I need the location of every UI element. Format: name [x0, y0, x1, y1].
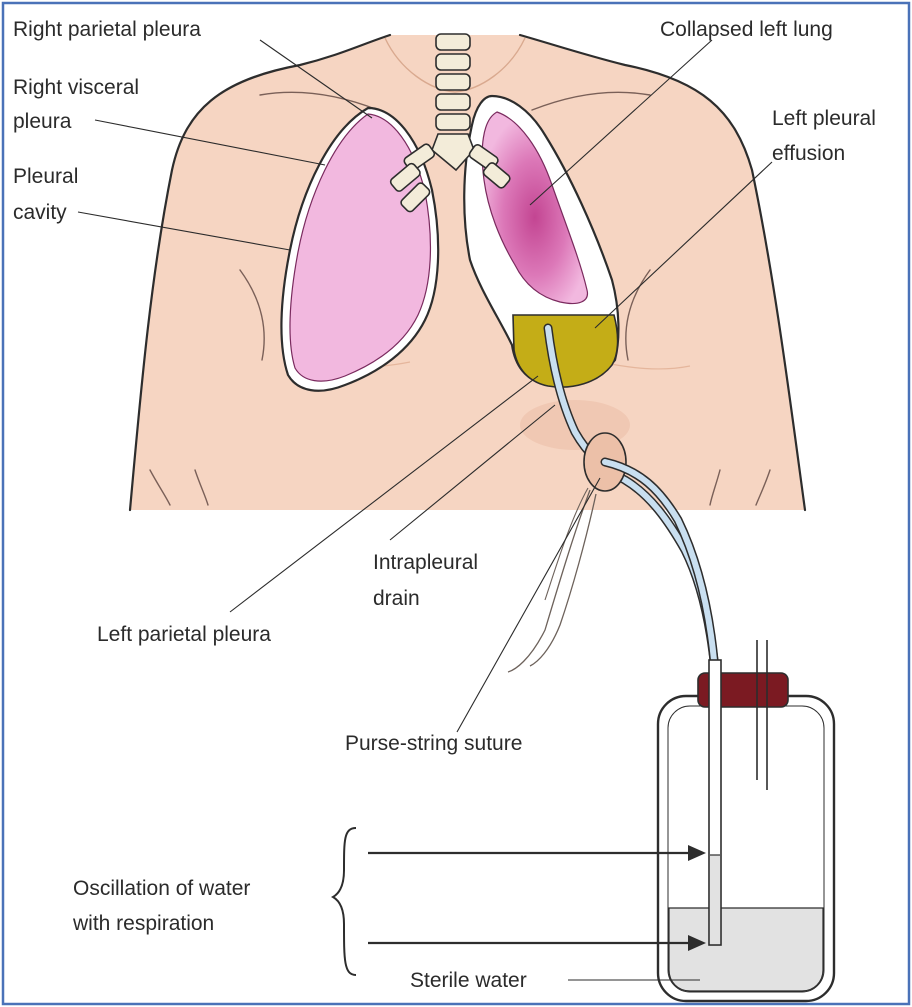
tracheal-ring	[436, 94, 470, 110]
sterile-water-fill	[669, 908, 823, 991]
tracheal-ring	[436, 54, 470, 70]
label-left-pleural-effusion-line2: effusion	[772, 142, 845, 165]
label-sterile-water: Sterile water	[410, 969, 527, 992]
label-right-parietal-pleura: Right parietal pleura	[13, 18, 201, 41]
label-left-parietal-pleura: Left parietal pleura	[97, 623, 271, 646]
tracheal-ring	[436, 114, 470, 130]
tracheal-ring	[436, 34, 470, 50]
label-left-pleural-effusion-line1: Left pleural	[772, 107, 876, 130]
label-pleural-cavity-line1: Pleural	[13, 165, 78, 188]
label-intrapleural-drain-line2: drain	[373, 587, 420, 610]
tube-water-column	[710, 855, 720, 944]
label-intrapleural-drain-line1: Intrapleural	[373, 551, 478, 574]
label-right-visceral-pleura-line2: pleura	[13, 110, 72, 133]
label-right-visceral-pleura-line1: Right visceral	[13, 76, 139, 99]
label-purse-string-suture: Purse-string suture	[345, 732, 522, 755]
label-oscillation-line2: with respiration	[72, 912, 214, 935]
tracheal-ring	[436, 74, 470, 90]
label-pleural-cavity-line2: cavity	[13, 201, 67, 224]
label-oscillation-line1: Oscillation of water	[73, 877, 250, 900]
label-collapsed-left-lung: Collapsed left lung	[660, 18, 833, 41]
